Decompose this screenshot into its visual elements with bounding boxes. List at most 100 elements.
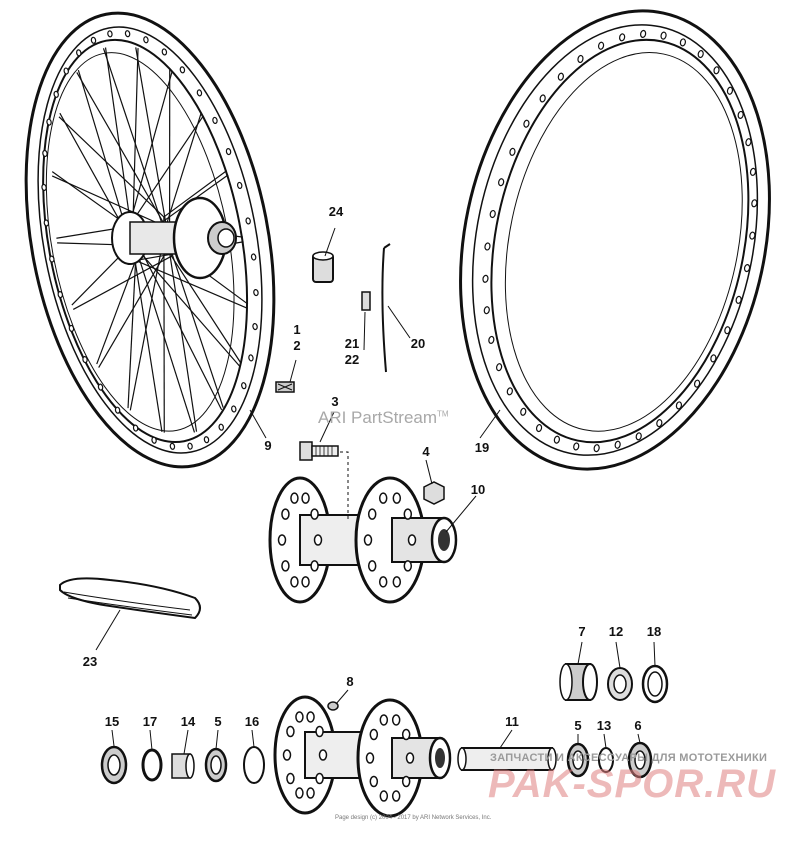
label-part-20: 20 xyxy=(411,336,425,351)
spoke-hole xyxy=(735,295,742,304)
flange-hole xyxy=(403,508,413,520)
spoke-hole xyxy=(187,442,193,450)
spoke-hole xyxy=(179,66,186,74)
bearing-5-left-part xyxy=(204,747,228,783)
assembly-guide-line xyxy=(340,451,349,522)
assembled-wheel-hub xyxy=(111,196,237,280)
label-part-23: 23 xyxy=(83,654,97,669)
flange-hole xyxy=(405,752,415,764)
spoke-hole xyxy=(713,66,720,75)
flange-hole xyxy=(301,492,310,504)
spoke-hole xyxy=(76,49,82,57)
spoke-hole xyxy=(520,407,527,416)
spoke-hole xyxy=(557,72,564,81)
flange-hole xyxy=(365,752,375,764)
spoke-hole xyxy=(488,335,495,344)
grease-fitting-8-part xyxy=(327,701,339,711)
flange-hole xyxy=(282,749,292,761)
spoke-hole xyxy=(241,382,247,390)
spoke-line xyxy=(127,260,137,409)
spoke-hole xyxy=(597,41,605,50)
label-part-24: 24 xyxy=(329,204,344,219)
flange-hole xyxy=(290,576,299,588)
spoke-hole xyxy=(53,90,59,98)
spacer-14-part xyxy=(171,753,195,779)
label-part-22: 22 xyxy=(345,352,359,367)
spoke-hole xyxy=(656,419,663,428)
flange-hole xyxy=(286,725,295,738)
spoke-hole xyxy=(63,67,69,75)
spoke-hole xyxy=(107,30,113,38)
spoke-part xyxy=(381,243,391,373)
label-part-13: 13 xyxy=(597,718,611,733)
label-part-6: 6 xyxy=(634,718,641,733)
spoke-line xyxy=(168,69,171,247)
spoke-hole xyxy=(577,54,584,64)
ring-17-part xyxy=(141,748,163,782)
label-part-14: 14 xyxy=(181,714,196,729)
spoke-hole xyxy=(42,149,48,158)
bearing-6-part xyxy=(627,741,653,779)
spoke-line xyxy=(51,171,130,227)
flange-hole xyxy=(313,534,323,546)
spoke-hole xyxy=(743,264,751,273)
spoke-hole xyxy=(539,94,546,103)
nut-part xyxy=(423,481,445,505)
flange-hole xyxy=(367,508,377,520)
spoke-line xyxy=(128,115,204,227)
flange-hole xyxy=(401,775,411,788)
bearing-5-right-part xyxy=(566,742,590,778)
spoke-line xyxy=(96,260,137,365)
spoke-hole xyxy=(252,322,258,331)
spoke-hole xyxy=(697,49,704,59)
spoke-line xyxy=(163,170,228,218)
spoke-hole xyxy=(124,30,131,38)
hub-flange-holes xyxy=(277,492,417,588)
spoke-hole xyxy=(196,89,203,97)
label-part-10: 10 xyxy=(471,482,485,497)
spoke-hole xyxy=(745,138,752,147)
bearing-15-part xyxy=(100,745,128,785)
spoke-hole xyxy=(489,209,496,219)
flange-hole xyxy=(379,790,389,802)
flange-hole xyxy=(281,508,290,520)
flange-hole xyxy=(295,711,304,723)
leader-lines xyxy=(95,227,656,755)
spoke-hole xyxy=(710,354,717,363)
spoke-hole xyxy=(506,387,513,396)
flange-hole xyxy=(379,714,389,726)
label-part-17: 17 xyxy=(143,714,157,729)
label-part-2: 2 xyxy=(293,338,300,353)
label-part-4: 4 xyxy=(422,444,430,459)
spoke-hole xyxy=(619,33,626,42)
spoke-hole xyxy=(97,383,104,391)
label-part-3: 3 xyxy=(331,394,338,409)
spoke-hole xyxy=(253,289,259,297)
spoke-hole xyxy=(161,48,168,56)
spoke-hole xyxy=(675,401,683,410)
seal-part xyxy=(607,667,633,701)
spoke-hole xyxy=(635,432,642,441)
bare-rim xyxy=(459,9,771,471)
spoke-hole xyxy=(90,36,97,44)
spoke-hole xyxy=(250,253,257,261)
spoke-line xyxy=(76,72,167,228)
spoke-hole xyxy=(82,356,88,364)
spoke-hole xyxy=(151,436,157,444)
spoke-hole xyxy=(68,324,75,333)
rim-spoke-holes xyxy=(482,29,758,453)
spoke-hole xyxy=(724,326,731,335)
spoke-nipple-part xyxy=(312,251,334,283)
label-part-18: 18 xyxy=(647,624,661,639)
spoke-hole xyxy=(535,423,543,433)
spoke-hole xyxy=(553,435,560,444)
spoke-hole xyxy=(679,38,687,47)
shop-tagline-watermark: ЗАПЧАСТИ И АКСЕССУАРЫ ДЛЯ МОТОТЕХНИКИ xyxy=(490,752,768,764)
flange-hole xyxy=(378,576,388,588)
spoke-line xyxy=(131,243,241,368)
flange-hole xyxy=(310,560,319,572)
rear-hub-part xyxy=(273,695,452,818)
label-part-9: 9 xyxy=(264,438,271,453)
spoke-hole xyxy=(614,440,621,449)
